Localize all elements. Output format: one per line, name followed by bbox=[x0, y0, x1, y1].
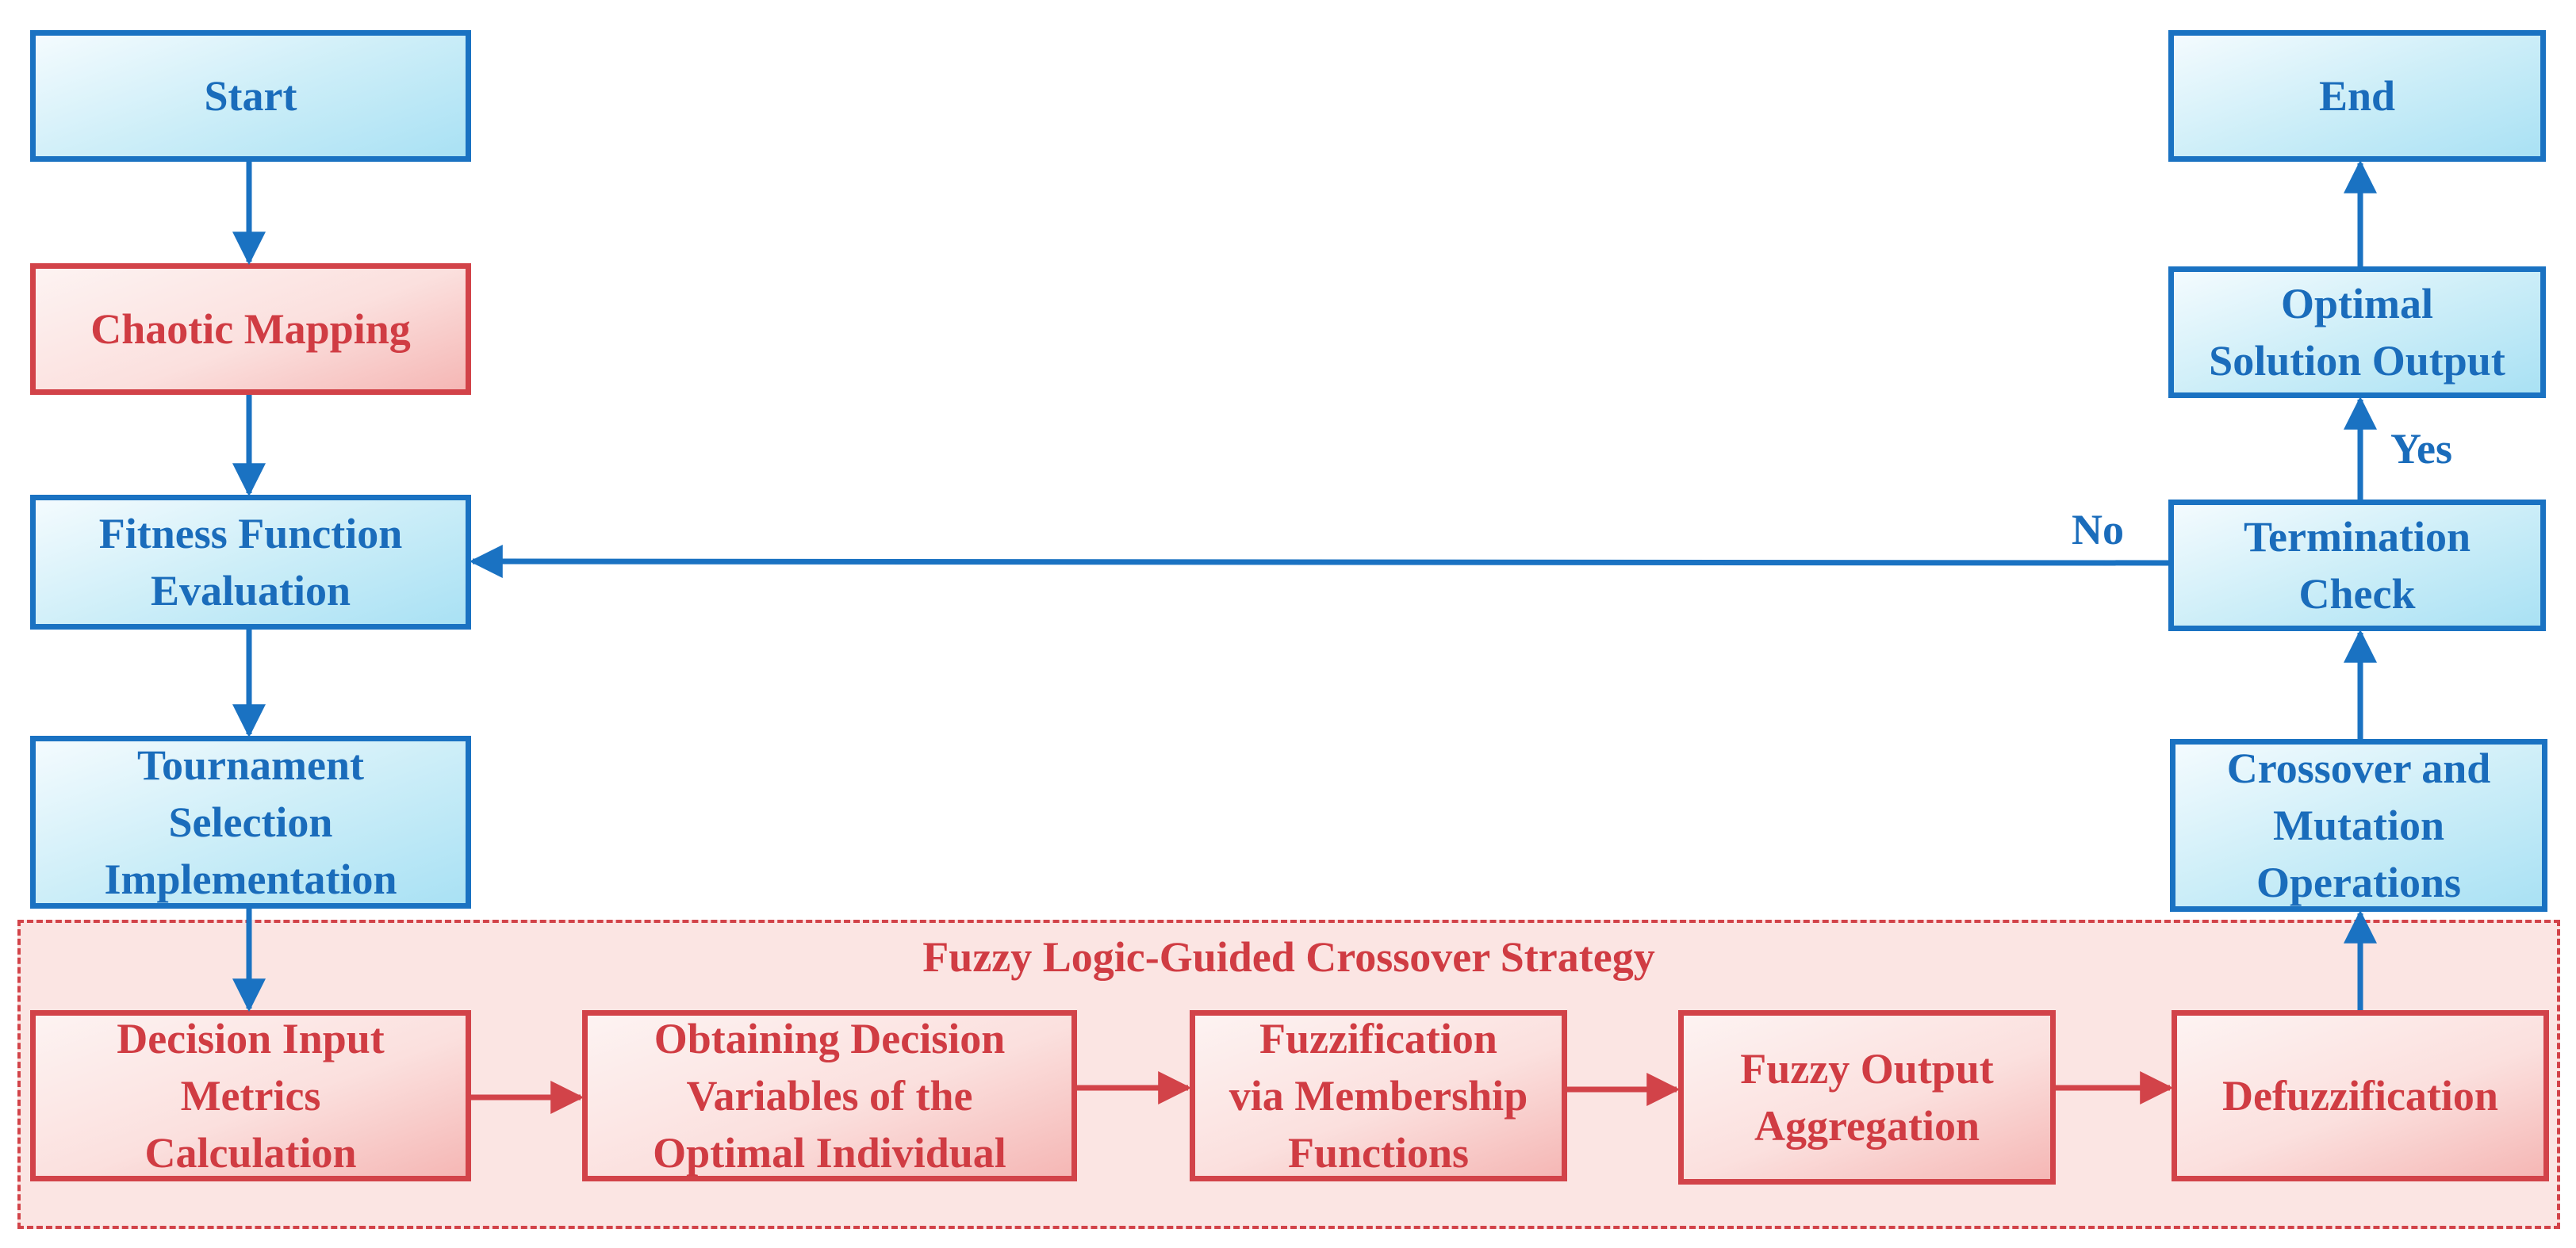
fitness-function-evaluation-node: Fitness Function Evaluation bbox=[30, 495, 471, 630]
fuzzification-node: Fuzzification via Membership Functions bbox=[1190, 1010, 1567, 1181]
chaotic-mapping-node: Chaotic Mapping bbox=[30, 263, 471, 395]
termination-check-node: Termination Check bbox=[2168, 500, 2546, 631]
yes-edge-label: Yes bbox=[2390, 425, 2452, 473]
decision-input-metrics-node: Decision Input Metrics Calculation bbox=[30, 1010, 471, 1181]
fuzzy-crossover-group-title: Fuzzy Logic-Guided Crossover Strategy bbox=[922, 933, 1655, 981]
end-node: End bbox=[2168, 30, 2546, 162]
crossover-mutation-node: Crossover and Mutation Operations bbox=[2170, 739, 2547, 912]
defuzzification-node: Defuzzification bbox=[2172, 1010, 2549, 1181]
obtaining-decision-variables-node: Obtaining Decision Variables of the Opti… bbox=[582, 1010, 1077, 1181]
optimal-solution-output-node: Optimal Solution Output bbox=[2168, 266, 2546, 398]
start-node: Start bbox=[30, 30, 471, 162]
arrow-termination-to-fitness-no bbox=[469, 545, 2169, 579]
no-edge-label: No bbox=[2072, 506, 2124, 553]
fuzzy-output-aggregation-node: Fuzzy Output Aggregation bbox=[1678, 1010, 2056, 1185]
tournament-selection-node: Tournament Selection Implementation bbox=[30, 736, 471, 909]
